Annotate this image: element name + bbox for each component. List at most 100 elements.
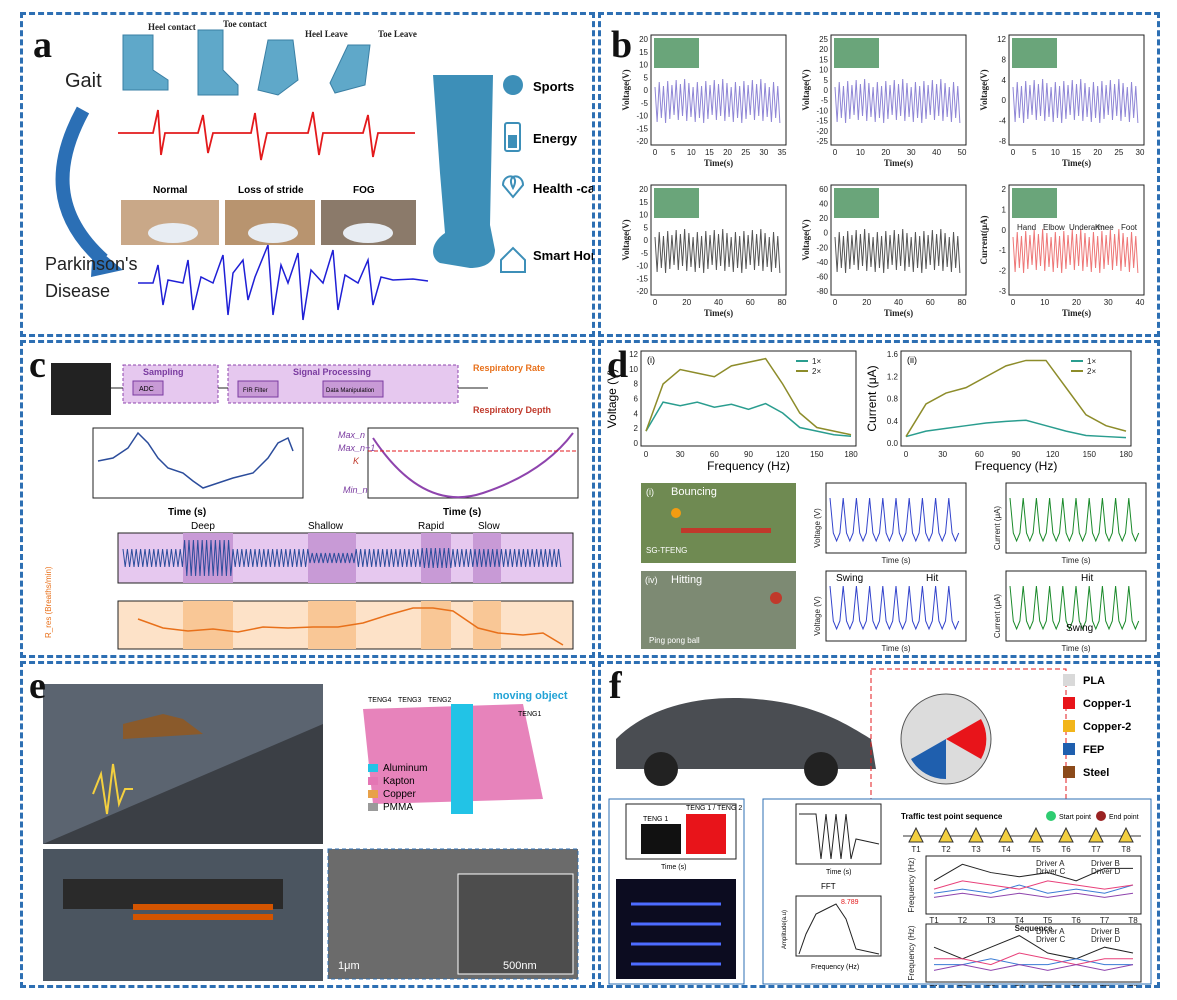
b-ytick: 15 bbox=[819, 55, 828, 64]
d-ytick: 4 bbox=[634, 409, 639, 418]
panel-c-graphic: Sampling ADC Signal Processing FIR Filte… bbox=[44, 363, 579, 650]
d-xtick: 90 bbox=[1012, 450, 1021, 459]
teng3-label: TENG3 bbox=[398, 697, 421, 704]
f-xtick: T6 bbox=[1071, 984, 1081, 986]
b-ytick: 5 bbox=[644, 73, 649, 82]
b-ytick: 2 bbox=[1002, 185, 1007, 194]
d-mini-xlabel: Time (s) bbox=[1061, 556, 1090, 565]
b-xtick: 15 bbox=[1072, 148, 1081, 157]
panel-b-label: b bbox=[611, 24, 633, 66]
b-xtick: 30 bbox=[759, 148, 768, 157]
b-xtick: 40 bbox=[1136, 298, 1145, 307]
b-ytick: -10 bbox=[636, 112, 648, 121]
d-series-0 bbox=[645, 401, 852, 437]
d-mini-frame-0 bbox=[825, 482, 967, 554]
hitting-label: Hitting bbox=[671, 574, 702, 586]
f-xtick: T5 bbox=[1043, 984, 1053, 986]
teng4-label: TENG4 bbox=[368, 697, 391, 704]
b-xlabel: Time(s) bbox=[704, 308, 733, 318]
d-mini-xlabel: Time (s) bbox=[881, 644, 910, 653]
d-ytick: 6 bbox=[634, 395, 639, 404]
f-xtick: T4 bbox=[1015, 916, 1025, 925]
b-site-4: Foot bbox=[1121, 223, 1138, 232]
b-ytick: 25 bbox=[819, 35, 828, 44]
d-xtick: 0 bbox=[644, 450, 649, 459]
mat-pmma: PMMA bbox=[383, 802, 413, 813]
b-site-2: Underarm bbox=[1069, 223, 1105, 232]
bouncing-photo bbox=[641, 483, 796, 563]
panel-e-label: e bbox=[29, 665, 46, 707]
b-xtick: 30 bbox=[907, 148, 916, 157]
b-photo-4 bbox=[834, 188, 879, 218]
gait-sock-icons bbox=[122, 29, 371, 96]
driver-legend-0: Driver A bbox=[1036, 859, 1065, 868]
d-swing-label-2: Swing bbox=[1066, 623, 1093, 634]
b-ytick: 60 bbox=[819, 185, 828, 194]
b-ytick: 12 bbox=[997, 35, 1006, 44]
d-ytick: 0 bbox=[634, 439, 639, 448]
b-xtick: 5 bbox=[671, 148, 676, 157]
d-xtick: 60 bbox=[710, 450, 719, 459]
d-ytick: 10 bbox=[629, 365, 638, 374]
driver-series-1 bbox=[934, 958, 1133, 966]
panel-f-graphic: PLA Copper-1 Copper-2 FEP Steel TENG 1 T… bbox=[608, 668, 1152, 986]
phase-rapid: Rapid bbox=[418, 521, 444, 532]
b-ytick: 15 bbox=[639, 48, 648, 57]
b-xtick: 0 bbox=[1011, 148, 1016, 157]
gait-label: Gait bbox=[65, 70, 102, 92]
b-plot-frame-0 bbox=[650, 34, 787, 146]
b-ytick: 1 bbox=[1002, 205, 1007, 214]
panel-c: c Sampling ADC Signal Processing FIR Fil… bbox=[20, 340, 595, 658]
app-health: Health -care bbox=[533, 181, 593, 196]
b-ytick: -10 bbox=[816, 106, 828, 115]
seq-point-2: T3 bbox=[971, 845, 981, 854]
d-chart-frame bbox=[640, 350, 857, 447]
d-xtick: 90 bbox=[744, 450, 753, 459]
f-time-label-2: Time (s) bbox=[826, 869, 851, 876]
b-ytick: 0 bbox=[824, 86, 829, 95]
b-xtick: 0 bbox=[833, 148, 838, 157]
b-signal-5 bbox=[1012, 228, 1139, 274]
plot-c4-ylabel: R_res (Breaths/min) bbox=[44, 566, 53, 638]
driver-series-1 bbox=[933, 884, 1134, 894]
disease-line2: Disease bbox=[45, 281, 110, 301]
driver-series-2 bbox=[933, 880, 1134, 890]
b-xtick: 15 bbox=[705, 148, 714, 157]
f-freq-label: Frequency (Hz) bbox=[811, 964, 859, 971]
mark-max-n1: Max_n+1 bbox=[338, 443, 375, 453]
f-xtick: T7 bbox=[1100, 984, 1110, 986]
d-ytick: 12 bbox=[629, 350, 638, 359]
b-ytick: 0 bbox=[644, 236, 649, 245]
b-xtick: 10 bbox=[856, 148, 865, 157]
d-mini-frame-1 bbox=[1005, 482, 1147, 554]
vest-photo bbox=[51, 363, 111, 415]
b-xtick: 50 bbox=[958, 148, 967, 157]
f-xtick: T5 bbox=[1043, 916, 1053, 925]
d-ytick: 0.0 bbox=[887, 439, 899, 448]
f-ylabel: Frequency (Hz) bbox=[907, 925, 916, 980]
f-xtick: T7 bbox=[1100, 916, 1110, 925]
b-ytick: 20 bbox=[819, 214, 828, 223]
f-xtick: T6 bbox=[1071, 916, 1081, 925]
panel-a: a Gait Heel contact Toe contact Heel Lea… bbox=[20, 12, 595, 337]
b-xtick: 60 bbox=[746, 298, 755, 307]
b-ytick: -10 bbox=[636, 262, 648, 271]
d-ytick: 0.4 bbox=[887, 417, 899, 426]
b-xtick: 20 bbox=[862, 298, 871, 307]
panel-d-graphic: Bouncing (i) SG-TFENG Hitting (iv) Ping … bbox=[605, 350, 1147, 653]
b-xtick: 0 bbox=[833, 298, 838, 307]
b-ytick: -15 bbox=[636, 124, 648, 133]
f-xtick: T8 bbox=[1128, 984, 1138, 986]
bouncing-label: Bouncing bbox=[671, 486, 717, 498]
b-plot-frame-5 bbox=[1008, 184, 1145, 296]
arrow-head bbox=[91, 245, 123, 277]
driver-series-2 bbox=[934, 952, 1133, 966]
plot-c2-curve bbox=[372, 432, 574, 499]
b-ytick: -40 bbox=[816, 258, 828, 267]
b-ytick: 0 bbox=[1002, 226, 1007, 235]
teng2-label: TENG2 bbox=[428, 697, 451, 704]
d-xtick: 180 bbox=[844, 450, 858, 459]
b-ylabel: Voltage(V) bbox=[621, 69, 631, 110]
b-xtick: 5 bbox=[1032, 148, 1037, 157]
car-image bbox=[616, 698, 876, 769]
